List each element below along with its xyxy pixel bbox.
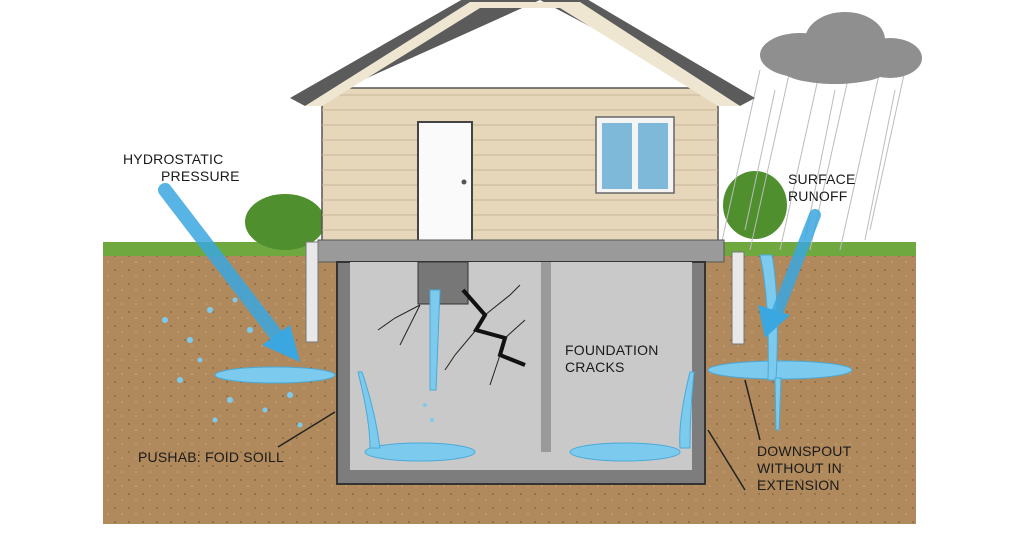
bush-right xyxy=(723,171,787,239)
downspout-leader-line xyxy=(744,379,761,441)
door-knob xyxy=(461,179,467,185)
roof xyxy=(290,0,755,106)
water xyxy=(214,254,853,462)
label-line: RUNOFF xyxy=(788,188,848,204)
label-foundation-cracks: FOUNDATION CRACKS xyxy=(565,342,659,376)
basement-divider xyxy=(541,262,551,452)
window xyxy=(595,116,675,194)
foundation-crack xyxy=(461,288,526,367)
label-downspout: DOWNSPOUT WITHOUT IN EXTENSION xyxy=(757,443,851,494)
label-line: SURFACE xyxy=(788,171,856,187)
soil-leader-line xyxy=(277,411,336,448)
foundation-slab xyxy=(317,239,725,263)
label-line: EXTENSION xyxy=(757,477,840,493)
label-line: PRESSURE xyxy=(161,168,240,184)
downspout-left xyxy=(305,241,319,343)
downspout-right xyxy=(731,251,745,345)
hydrostatic-pressure-arrow xyxy=(158,183,300,362)
extension-leader-line xyxy=(707,429,746,491)
label-line: DOWNSPOUT xyxy=(757,443,852,459)
door xyxy=(417,121,473,249)
rain xyxy=(719,69,906,251)
label-line: CRACKS xyxy=(565,359,625,375)
water-droplets xyxy=(162,297,434,428)
label-surface-runoff: SURFACE RUNOFF xyxy=(788,171,856,205)
label-soil: PUSHAB: FOID SOILL xyxy=(138,449,284,466)
bush-left xyxy=(245,194,325,250)
label-line: HYDROSTATIC xyxy=(123,151,224,167)
label-line: PUSHAB: FOID SOILL xyxy=(138,449,284,465)
cloud-icon xyxy=(760,12,922,84)
label-line: WITHOUT IN xyxy=(757,460,842,476)
label-line: FOUNDATION xyxy=(565,342,659,358)
label-hydrostatic-pressure: HYDROSTATIC PRESSURE xyxy=(123,151,240,185)
surface-runoff-arrow xyxy=(758,209,821,338)
